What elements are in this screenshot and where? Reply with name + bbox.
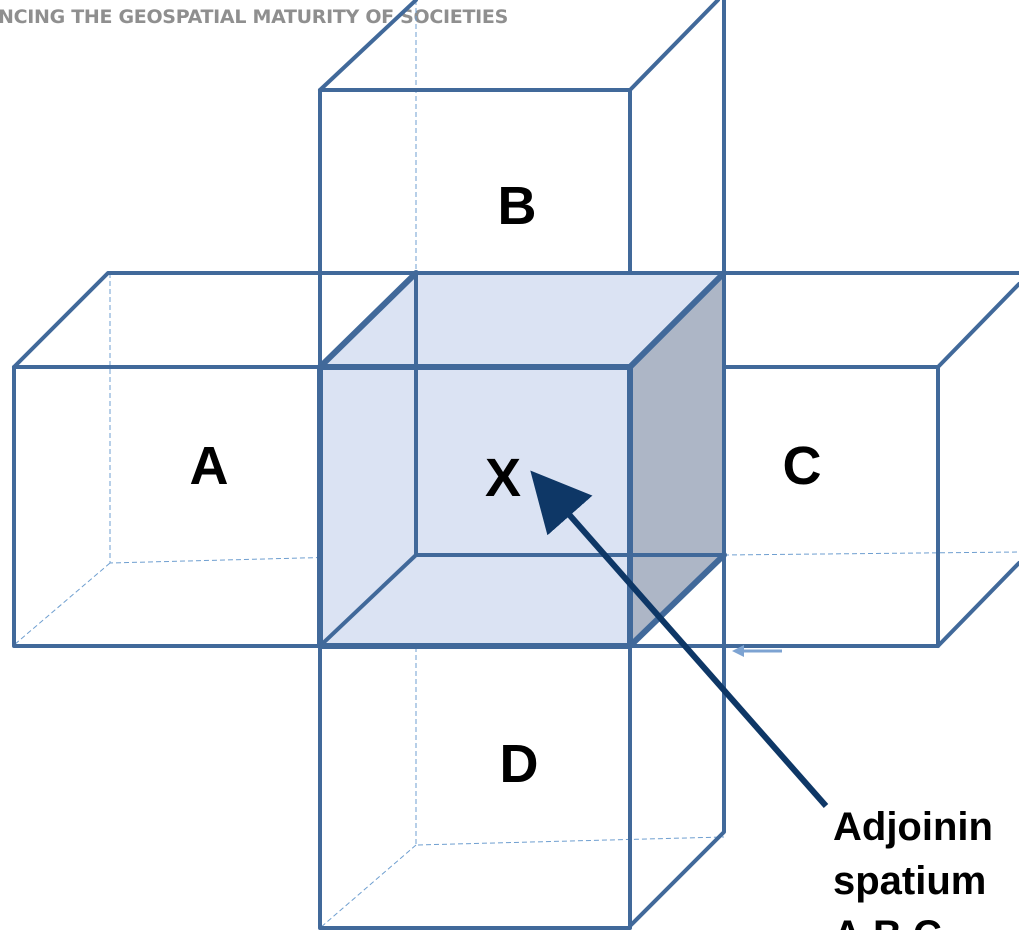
label-c: C xyxy=(783,436,822,496)
small-arrow xyxy=(732,645,782,657)
header-banner: NCING THE GEOSPATIAL MATURITY OF SOCIETI… xyxy=(0,6,508,28)
callout-line-2: spatium xyxy=(833,859,986,903)
cube-x xyxy=(317,270,727,649)
hidden-edges xyxy=(13,0,1019,929)
callout-line-1: Adjoinin xyxy=(833,805,993,849)
callout-arrow xyxy=(530,470,829,808)
label-d: D xyxy=(500,734,539,794)
callout-text: Adjoinin spatium A,B,C, xyxy=(833,805,993,930)
label-b: B xyxy=(498,176,537,236)
callout-line-3: A,B,C, xyxy=(833,913,953,930)
label-a: A xyxy=(190,436,229,496)
label-x: X xyxy=(485,448,521,508)
